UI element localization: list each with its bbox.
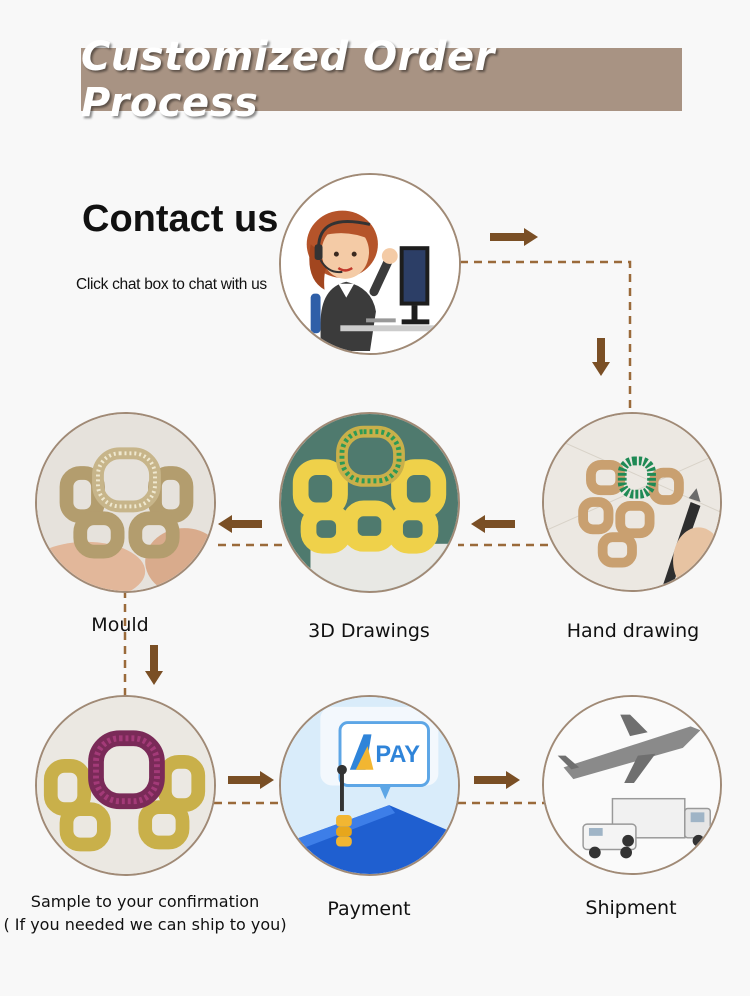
pay-sign-text: PAY (375, 742, 420, 768)
arrow-right-icon (490, 228, 538, 246)
3d-ring-render-icon (281, 414, 458, 591)
step-label-shipment: Shipment (585, 897, 677, 919)
shipment-circle[interactable] (542, 695, 722, 875)
mould-circle[interactable] (35, 412, 216, 593)
hand-drawing-icon (544, 414, 720, 590)
arrow-down-icon (592, 338, 610, 376)
sample-ring-icon (37, 697, 214, 874)
payment-circle[interactable]: PAY (279, 695, 460, 876)
arrow-right-icon (474, 771, 520, 789)
sample-circle[interactable] (35, 695, 216, 876)
step-label-sample-line2: ( If you needed we can ship to you) (3, 915, 287, 934)
arrow-right-icon (228, 771, 274, 789)
3d-drawings-circle[interactable] (279, 412, 460, 593)
arrow-left-icon (218, 515, 262, 533)
hand-drawing-circle[interactable] (542, 412, 722, 592)
shipment-icon (544, 697, 720, 873)
step-label-sample-line1: Sample to your confirmation (30, 892, 260, 911)
arrow-left-icon (471, 515, 515, 533)
contact-heading: Contact us (82, 198, 279, 240)
page-title: Customized Order Process (81, 33, 495, 126)
connector-contact-to-hand (460, 260, 632, 412)
payment-icon: PAY (281, 697, 458, 874)
contact-subtext: Click chat box to chat with us (76, 276, 267, 293)
step-label-hand-drawing: Hand drawing (566, 620, 700, 642)
step-label-mould: Mould (91, 614, 149, 636)
customer-service-agent-icon (281, 175, 459, 353)
mould-ring-icon (37, 414, 214, 591)
title-banner: Customized Order Process (81, 34, 682, 126)
step-label-3d-drawings: 3D Drawings (308, 620, 430, 642)
arrow-down-icon (145, 645, 163, 685)
contact-circle[interactable] (279, 173, 461, 355)
step-label-payment: Payment (327, 898, 411, 920)
step-label-sample: Sample to your confirmation ( If you nee… (0, 890, 290, 936)
